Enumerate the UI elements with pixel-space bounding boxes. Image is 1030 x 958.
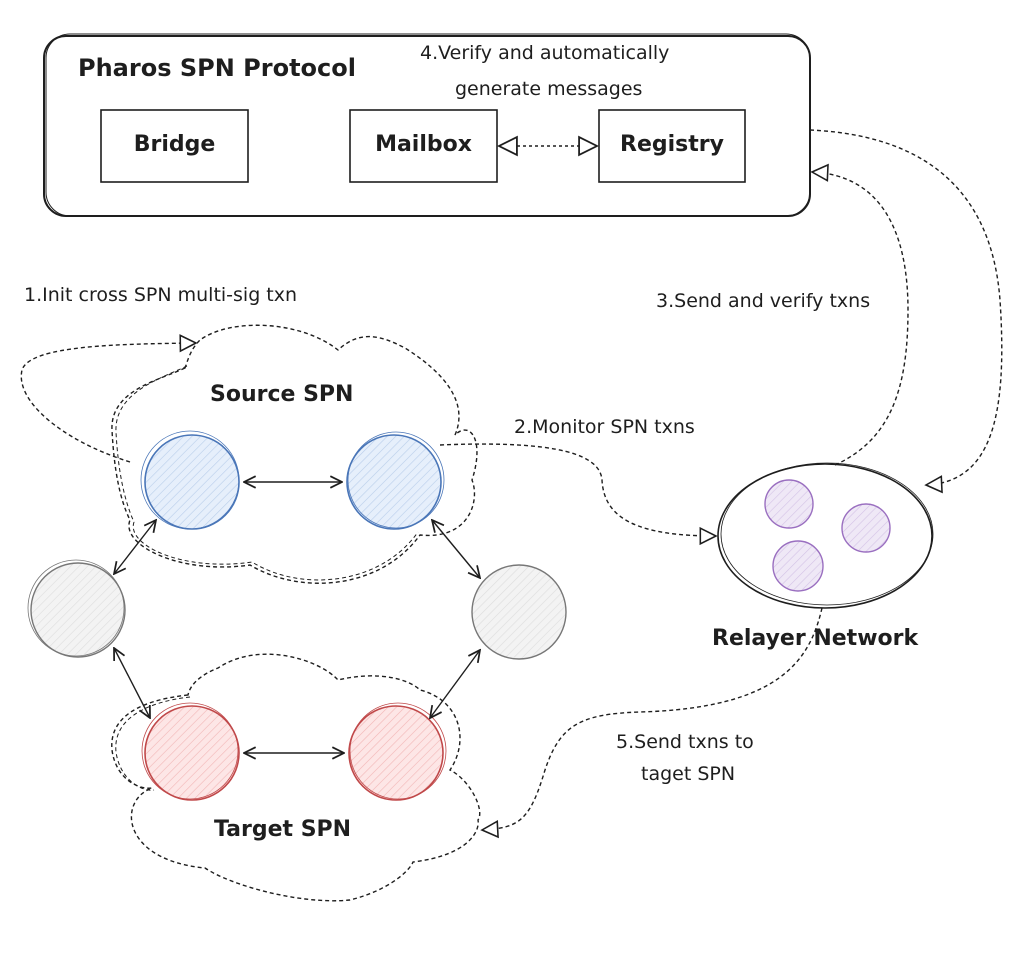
neutral-node-right [471,564,567,660]
relayer-network-label: Relayer Network [712,626,919,651]
step4-label-line2: generate messages [455,78,643,100]
target-node-right [348,705,444,801]
step5-label-line1: 5.Send txns to [616,731,754,753]
registry-box [598,109,746,183]
step3-connector [810,163,909,466]
protocol-title: Pharos SPN Protocol [78,54,356,82]
source-node-right [346,434,442,530]
step1-loop-connector [20,334,198,463]
target-spn-label: Target SPN [214,817,352,842]
step2-label: 2.Monitor SPN txns [514,416,695,438]
step5-connector [480,607,823,839]
mailbox-box [349,109,498,183]
registry-label: Registry [620,132,724,157]
step4-connector [809,129,1003,494]
bridge-label: Bridge [133,132,216,157]
right-lower-link [430,650,480,718]
step5-label-line2: taget SPN [641,763,736,785]
left-upper-link [114,520,156,574]
target-node-left [144,705,240,801]
mailbox-label: Mailbox [375,132,472,157]
right-upper-link [432,520,480,578]
neutral-node-left [30,562,126,658]
relayer-node-3 [772,540,824,592]
step1-label: 1.Init cross SPN multi-sig txn [24,284,298,306]
step3-label: 3.Send and verify txns [656,290,871,312]
source-spn-label: Source SPN [210,382,354,407]
bridge-box [100,109,249,183]
step4-label-line1: 4.Verify and automatically [420,42,670,64]
left-lower-link [114,648,150,718]
relayer-node-2 [841,503,891,553]
relayer-node-1 [764,479,814,529]
step2-connector [439,443,718,546]
